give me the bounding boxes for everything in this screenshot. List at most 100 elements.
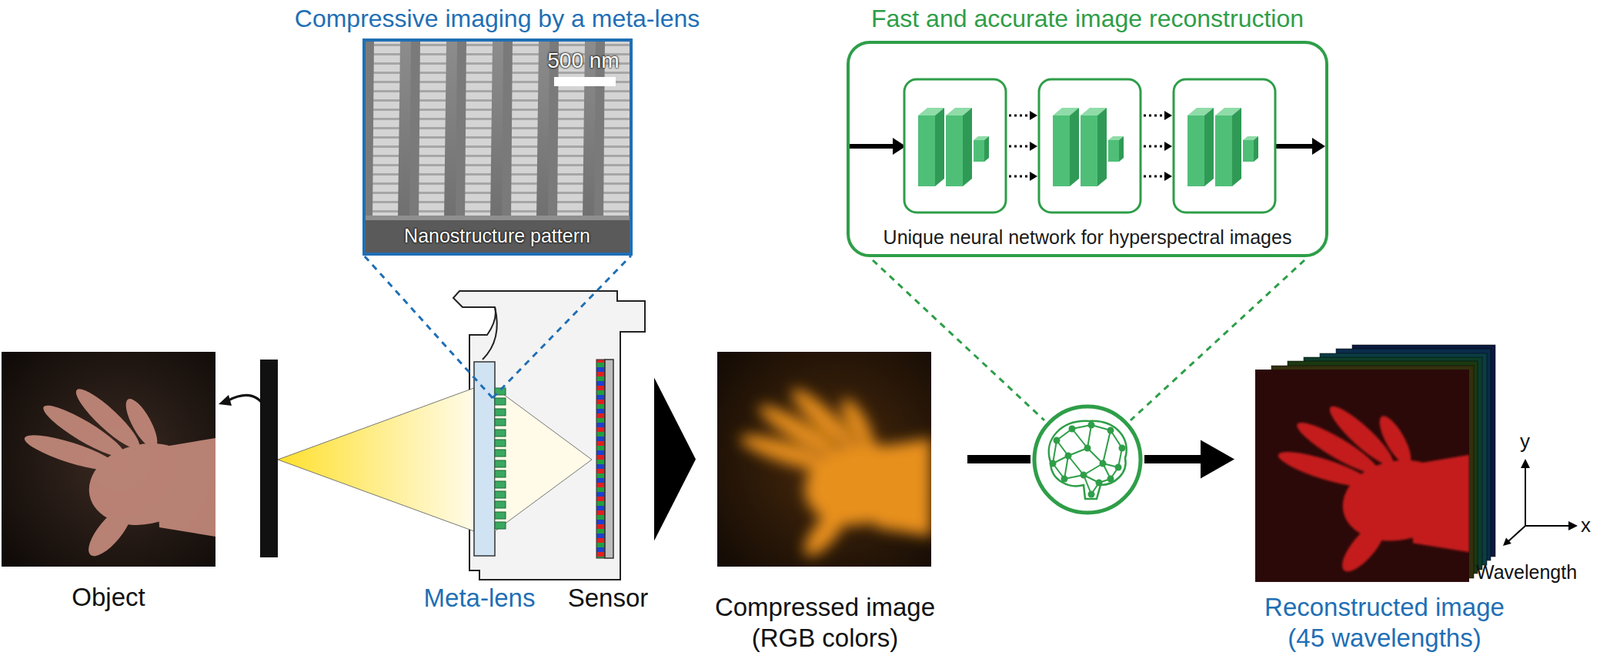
- network-blocks: [1242, 140, 1254, 162]
- meta-lens-and-sensor: [596, 359, 605, 558]
- neural-network-icon: [1107, 427, 1115, 435]
- network-blocks: [904, 79, 1006, 213]
- image-label: Compressed image (RGB colors): [709, 591, 941, 653]
- compressed-photo: [717, 351, 932, 567]
- camera-housing: [453, 290, 645, 580]
- sem-image: [455, 41, 467, 220]
- image-label: Reconstructed image (45 wavelengths): [1257, 591, 1512, 653]
- meta-lens-and-sensor: [604, 359, 614, 558]
- neural-network-icon: [1068, 455, 1084, 475]
- reconstructed-image: Reconstructed image (45 wavelengths): [1255, 344, 1499, 582]
- meta-lens-and-sensor: [494, 429, 506, 437]
- meta-lens-and-sensor: [474, 359, 614, 558]
- network-blocks: [1143, 175, 1166, 178]
- zoom-leader: [492, 255, 632, 398]
- neural-network-icon: [1049, 460, 1057, 468]
- network-blocks: [1164, 171, 1173, 181]
- neural-network-icon: [1095, 479, 1103, 487]
- camera-housing: Meta-lensSensor: [448, 288, 649, 582]
- network-blocks: [1275, 143, 1315, 149]
- camera-housing: [453, 290, 645, 580]
- network-blocks: [945, 115, 963, 187]
- panel-caption: Unique neural network for hyperspectral …: [883, 225, 1293, 249]
- network-blocks: [918, 115, 936, 187]
- neural-network-icon: [1053, 437, 1061, 445]
- network-blocks: [935, 107, 945, 187]
- scale-bar-label: 500 nm: [547, 47, 619, 74]
- neural-network-icon: [1048, 420, 1127, 499]
- network-blocks: [1143, 114, 1166, 117]
- axis-label: Wavelength: [1476, 560, 1577, 584]
- axes: [1508, 466, 1570, 542]
- neural-network-icon: [1099, 460, 1107, 468]
- network-blocks: [1052, 115, 1070, 187]
- neural-network-icon: [1115, 464, 1123, 471]
- object-photo: [1, 351, 216, 567]
- network-blocks: [1069, 107, 1079, 187]
- neural-network-icon: [1080, 471, 1088, 479]
- sem-image: [418, 41, 447, 220]
- meta-lens-and-sensor: [494, 501, 506, 508]
- axis-label: x: [1580, 513, 1591, 538]
- camera-housing: [482, 307, 498, 360]
- compressed-image: Compressed image (RGB colors): [717, 351, 932, 567]
- meta-lens-and-sensor: [494, 481, 506, 488]
- sem-image: [365, 41, 630, 253]
- neural-network-icon: [1118, 444, 1126, 452]
- connector-line: [967, 454, 1204, 464]
- meta-lens-and-sensor: [494, 439, 506, 447]
- arrow-head: [1200, 440, 1235, 479]
- meta-lens-and-sensor: [494, 491, 506, 498]
- neural-network-icon: [1088, 421, 1096, 429]
- network-blocks: [1038, 79, 1141, 213]
- network-blocks: [1097, 107, 1107, 187]
- network-blocks: [1204, 107, 1214, 187]
- sem-image: [554, 76, 616, 87]
- axis-arrowheads: [1503, 458, 1578, 546]
- meta-lens-and-sensor: [494, 460, 506, 468]
- axis-arrowheads: [1520, 458, 1530, 468]
- meta-lens-and-sensor: [474, 361, 495, 556]
- neural-network-icon: [1064, 455, 1069, 479]
- neural-network-icon: [1034, 406, 1141, 513]
- neural-network-icon: [1084, 444, 1092, 452]
- object-image: Object: [1, 351, 216, 567]
- axis-arrowheads: [1568, 521, 1578, 531]
- wedge-arrow: [654, 377, 696, 542]
- sem-image: [372, 41, 401, 220]
- connector: [654, 377, 696, 542]
- network-blocks: [1173, 79, 1276, 213]
- spectral-front-layer: [1255, 369, 1470, 582]
- sem-image: [501, 41, 513, 220]
- meta-lens-and-sensor: [494, 521, 506, 529]
- neural-network-icon: [1087, 424, 1092, 448]
- network-blocks: [1312, 137, 1326, 155]
- network-blocks: [984, 136, 989, 162]
- network-blocks: [849, 79, 1326, 213]
- sem-image: [464, 41, 493, 220]
- network-blocks: [962, 107, 973, 187]
- meta-lens-and-sensor: [494, 397, 506, 405]
- neural-network-icon: [1049, 421, 1126, 498]
- network-blocks: [1029, 141, 1038, 151]
- panel-heading: Fast and accurate image reconstruction: [871, 3, 1304, 34]
- meta-lens-and-sensor: [494, 511, 506, 519]
- panel-heading: Compressive imaging by a meta-lens: [294, 3, 700, 34]
- network-blocks: [1029, 171, 1038, 181]
- network-blocks: [1080, 115, 1098, 187]
- neural-network-icon: [1065, 452, 1073, 460]
- sem-image: [511, 41, 539, 220]
- network-blocks: [1215, 115, 1233, 187]
- network-blocks: [1008, 145, 1031, 148]
- neural-network-icon: [1068, 425, 1076, 433]
- network-blocks: [1253, 136, 1259, 162]
- network-blocks: [849, 143, 896, 149]
- network-blocks: [1164, 110, 1173, 121]
- network-panel: Fast and accurate image reconstructionUn…: [846, 40, 1329, 258]
- axis-label: y: [1519, 429, 1530, 454]
- neural-network-icon: [1052, 440, 1057, 464]
- network-blocks: [1164, 141, 1173, 151]
- axes: [1524, 466, 1527, 526]
- spectral-front-layer: [1255, 369, 1470, 582]
